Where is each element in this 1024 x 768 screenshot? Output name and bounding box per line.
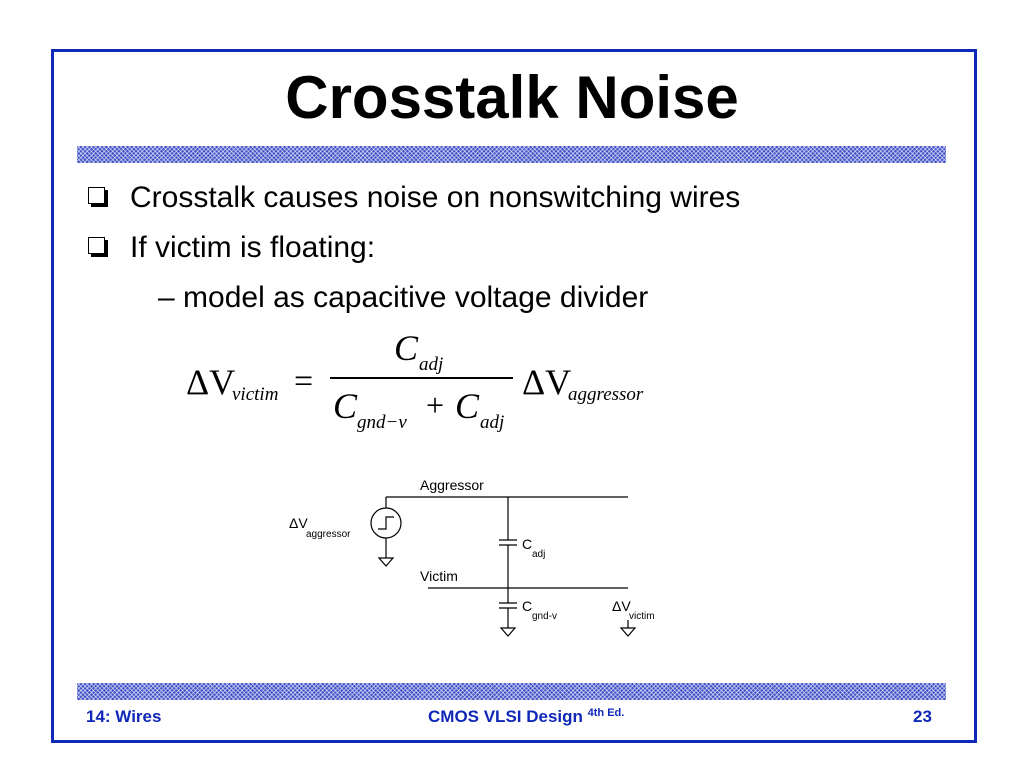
cgnd-label: C [522,598,532,614]
eq-num-sub: adj [419,354,443,375]
eq-den1-sub: gnd−v [357,412,407,433]
bullet-2-text: If victim is floating: [130,231,376,264]
cgnd-label-sub: gnd-v [532,611,557,622]
eq-lhs-sub: victim [232,384,278,405]
checkbox-bullet-icon [88,187,105,204]
slide-title: Crosstalk Noise [285,64,739,131]
slide-frame [51,49,977,743]
source-label: ΔV [289,515,308,531]
aggressor-label: Aggressor [420,477,484,493]
step-waveform-icon [378,516,394,530]
bullet-1-text: Crosstalk causes noise on nonswitching w… [130,181,741,214]
footer-divider [77,683,946,700]
ground-icon [619,627,637,637]
page-number: 23 [913,707,932,726]
eq-den2: C [455,386,480,426]
bullet-1: Crosstalk causes noise on nonswitching w… [88,180,740,216]
eq-rhs-sub: aggressor [568,384,644,405]
eq-equals: = [294,363,313,400]
ground-icon [377,557,395,567]
eq-den1: C [333,386,358,426]
sub-bullet: – model as capacitive voltage divider [158,281,649,314]
eq-rhs: ΔV [522,362,571,402]
cadj-label: C [522,536,532,552]
footer-edition: 4th Ed. [587,707,625,719]
eq-plus: + [426,387,444,423]
bullet-2: If victim is floating: [88,230,375,266]
checkbox-bullet-icon [88,237,105,254]
source-label-sub: aggressor [306,529,351,540]
ground-icon [499,627,517,637]
cadj-label-sub: adj [532,549,545,560]
eq-num: C [394,328,419,368]
footer-section: 14: Wires [86,707,162,726]
header-divider [77,146,946,163]
eq-lhs: ΔV [186,362,235,402]
eq-den2-sub: adj [480,412,504,433]
dv-victim-label-sub: victim [629,611,655,622]
footer-course-title: CMOS VLSI Design [428,707,583,726]
dv-victim-label: ΔV [612,598,631,614]
footer-course: CMOS VLSI Design 4th Ed. [428,707,624,727]
victim-label: Victim [420,568,458,584]
